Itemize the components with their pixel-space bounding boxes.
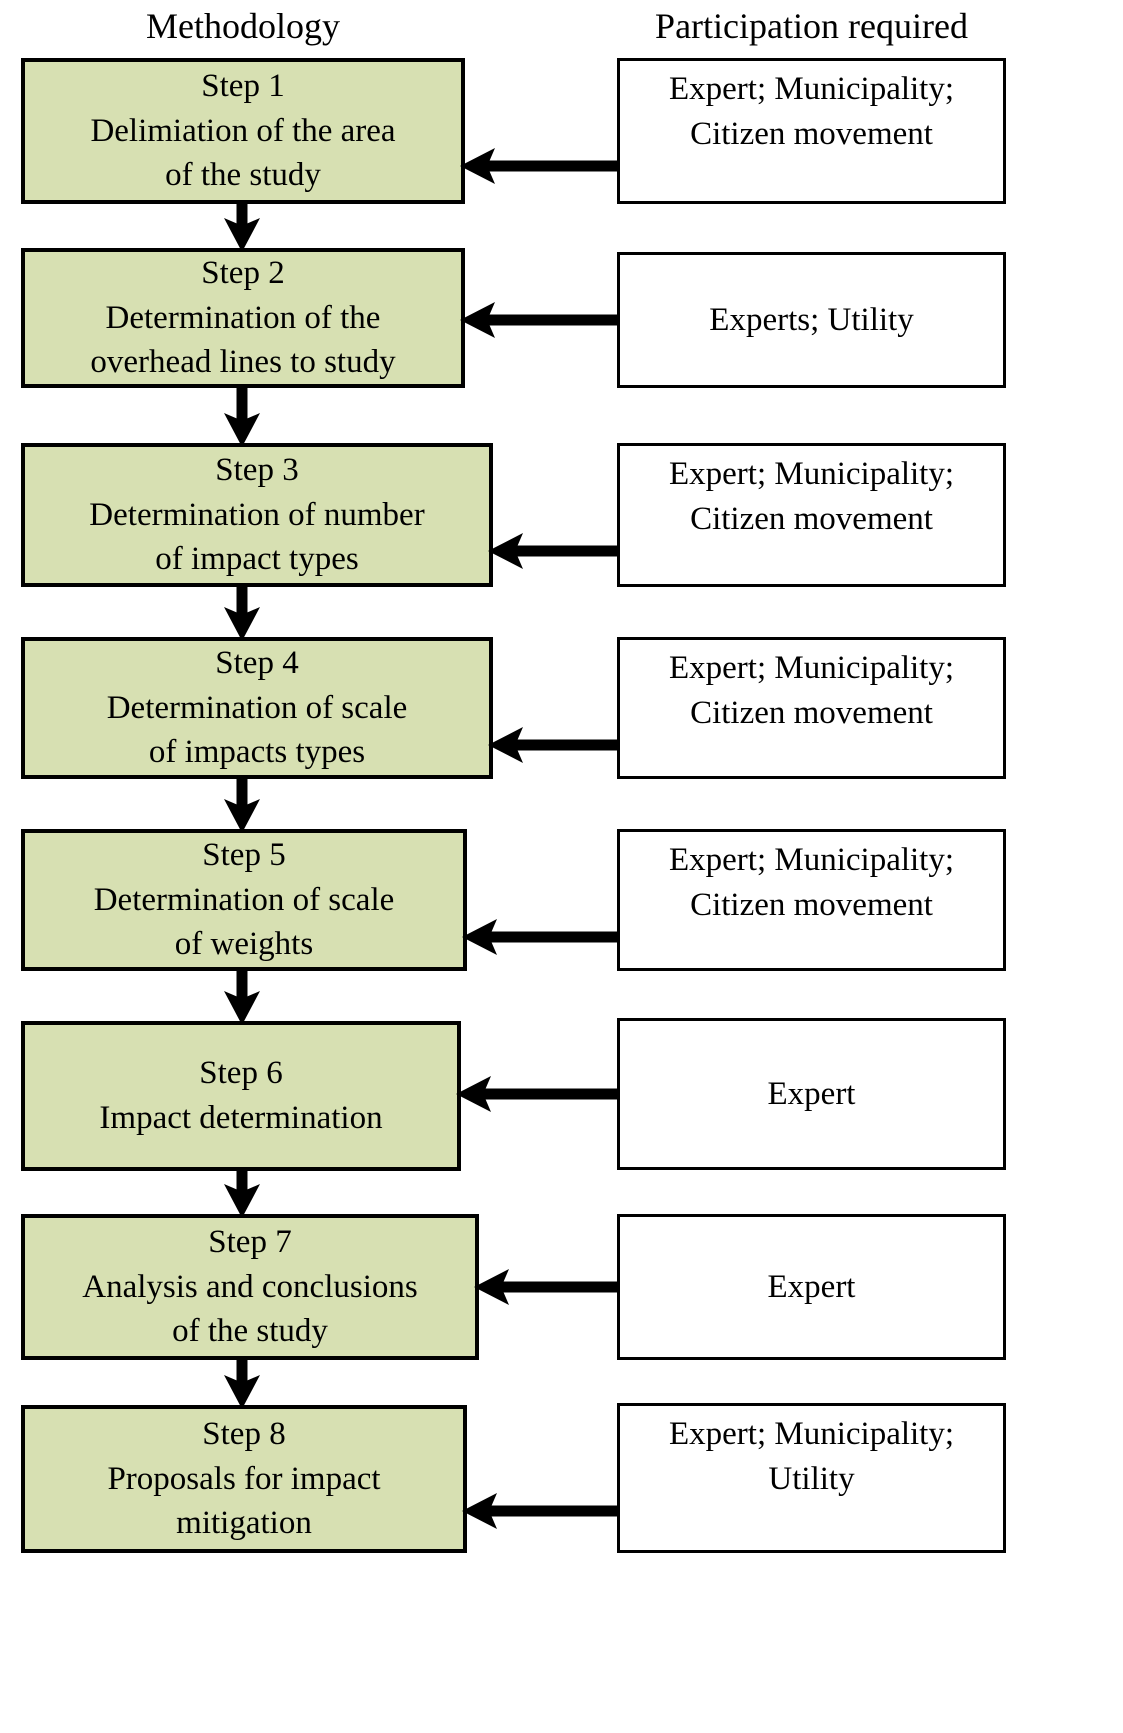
step-number-label: Step 6	[199, 1055, 283, 1092]
step-4-to-step-5-arrow	[212, 775, 272, 833]
participation-box-2[interactable]: Experts; Utility	[617, 252, 1006, 388]
step-description-line: Impact determination	[99, 1100, 383, 1136]
step-number-label: Step 3	[215, 451, 299, 488]
participation-line: Citizen movement	[690, 886, 933, 923]
step-1-to-step-2-arrow	[212, 200, 272, 252]
step-number-label: Step 1	[201, 67, 285, 104]
step-description-line: Determination of scale	[93, 881, 395, 918]
step-number-label: Step 7	[208, 1223, 292, 1260]
participation-to-step-arrow-4	[487, 722, 619, 768]
step-number-label: Step 4	[215, 644, 299, 681]
participation-box-5[interactable]: Expert; Municipality; Citizen movement	[617, 829, 1006, 971]
participation-line: Expert; Municipality;	[668, 456, 955, 492]
participation-to-step-arrow-6	[455, 1071, 619, 1117]
step-5-to-step-6-arrow	[212, 967, 272, 1025]
participation-line: Experts; Utility	[709, 301, 914, 338]
participation-line: Citizen movement	[690, 500, 933, 537]
participation-line: Expert; Municipality;	[668, 71, 955, 107]
participation-box-6[interactable]: Expert	[617, 1018, 1006, 1170]
step-number-label: Step 5	[202, 836, 286, 873]
step-description-line: Proposals for impact	[107, 1460, 381, 1497]
step-7-to-step-8-arrow	[212, 1356, 272, 1409]
participation-line: Utility	[768, 1460, 855, 1497]
participation-to-step-arrow-7	[473, 1264, 619, 1310]
participation-line: Expert; Municipality;	[668, 1416, 955, 1452]
participation-box-1[interactable]: Expert; Municipality; Citizen movement	[617, 58, 1006, 204]
step-description-line: mitigation	[176, 1505, 312, 1542]
step-box-8[interactable]: Step 8 Proposals for impact mitigation	[21, 1405, 467, 1553]
step-number-label: Step 2	[201, 254, 285, 291]
step-description-line: of impacts types	[148, 734, 366, 771]
column-header-participation: Participation required	[655, 6, 968, 46]
step-3-to-step-4-arrow	[212, 583, 272, 641]
step-box-1[interactable]: Step 1 Delimiation of the area of the stud…	[21, 58, 465, 204]
participation-line: Expert	[767, 1268, 856, 1305]
participation-line: Expert; Municipality;	[668, 650, 955, 686]
step-box-3[interactable]: Step 3 Determination of number of impact t…	[21, 443, 493, 587]
step-box-2[interactable]: Step 2 Determination of the overhead lines…	[21, 248, 465, 388]
participation-line: Expert; Municipality;	[668, 842, 955, 878]
participation-box-4[interactable]: Expert; Municipality; Citizen movement	[617, 637, 1006, 779]
step-box-7[interactable]: Step 7 Analysis and conclusions of the stu…	[21, 1214, 479, 1360]
step-2-to-step-3-arrow	[212, 384, 272, 447]
participation-to-step-arrow-1	[459, 143, 619, 189]
participation-box-7[interactable]: Expert	[617, 1214, 1006, 1360]
step-description-line: overhead lines to study	[90, 344, 396, 381]
step-description-line: of the study	[165, 157, 321, 194]
step-box-4[interactable]: Step 4 Determination of scale of impacts t…	[21, 637, 493, 779]
step-description-line: Determination of number	[89, 496, 425, 533]
participation-line: Citizen movement	[690, 115, 933, 152]
step-description-line: Delimiation of the area	[90, 112, 396, 149]
participation-to-step-arrow-2	[459, 297, 619, 343]
participation-line: Citizen movement	[690, 694, 933, 731]
participation-to-step-arrow-3	[487, 528, 619, 574]
step-description-line: Analysis and conclusions	[82, 1268, 418, 1305]
step-6-to-step-7-arrow	[212, 1167, 272, 1218]
participation-line: Expert	[767, 1075, 856, 1112]
step-description-line: of impact types	[155, 541, 359, 578]
column-header-methodology: Methodology	[146, 6, 340, 46]
participation-to-step-arrow-8	[461, 1488, 619, 1534]
step-box-5[interactable]: Step 5 Determination of scale of weights	[21, 829, 467, 971]
step-box-6[interactable]: Step 6 Impact determination	[21, 1021, 461, 1171]
participation-box-8[interactable]: Expert; Municipality; Utility	[617, 1403, 1006, 1553]
step-number-label: Step 8	[202, 1415, 286, 1452]
participation-to-step-arrow-5	[461, 914, 619, 960]
step-description-line: Determination of scale	[106, 689, 408, 726]
step-description-line: of weights	[174, 926, 314, 963]
participation-box-3[interactable]: Expert; Municipality; Citizen movement	[617, 443, 1006, 587]
step-description-line: Determination of the	[105, 299, 381, 336]
step-description-line: of the study	[172, 1313, 328, 1350]
